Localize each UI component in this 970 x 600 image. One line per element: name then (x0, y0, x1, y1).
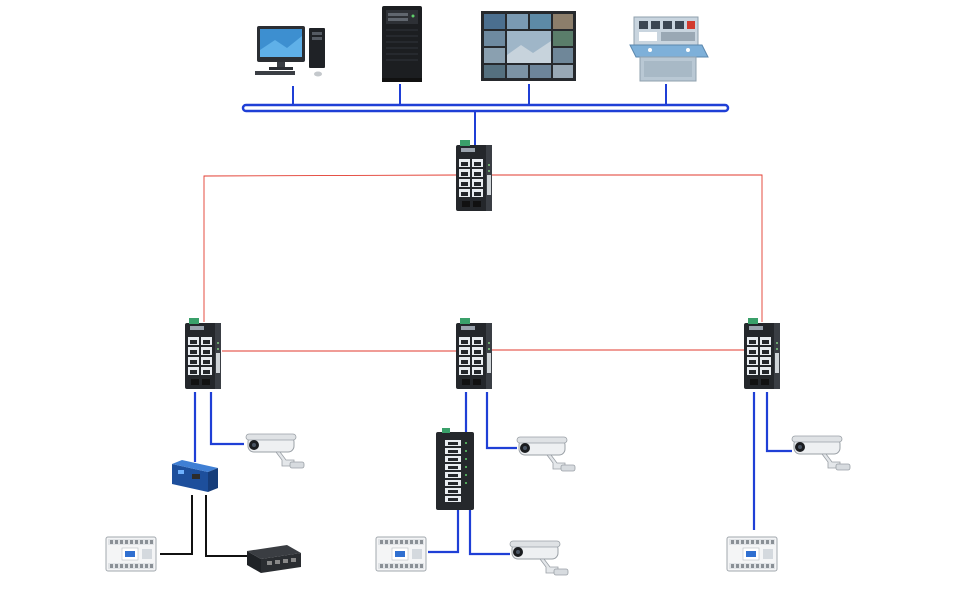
plc-middle (375, 536, 427, 572)
backbone-drop-lines (292, 84, 667, 145)
video-wall-icon (481, 11, 576, 81)
ip-camera-middle (516, 436, 576, 472)
fiber-ring-links (203, 174, 763, 352)
device-links (193, 392, 792, 556)
unmanaged-switch-icon (436, 428, 474, 510)
access-switch-left (185, 318, 221, 389)
workstation-icon (255, 26, 325, 77)
ip-camera-right (791, 435, 851, 471)
serial-device-server-icon (172, 460, 218, 492)
access-switch-right (744, 318, 780, 389)
plc-left (105, 536, 157, 572)
plc-right (726, 536, 778, 572)
io-box-icon (247, 545, 301, 573)
core-switch-icon (456, 140, 492, 211)
access-switch-middle (456, 318, 492, 389)
ip-camera-bottom (509, 540, 569, 576)
ip-camera-left (245, 433, 305, 469)
ethernet-backbone-bus (241, 103, 730, 113)
control-console-icon (629, 16, 709, 82)
server-tower-icon (382, 6, 422, 82)
serial-links (160, 495, 247, 557)
